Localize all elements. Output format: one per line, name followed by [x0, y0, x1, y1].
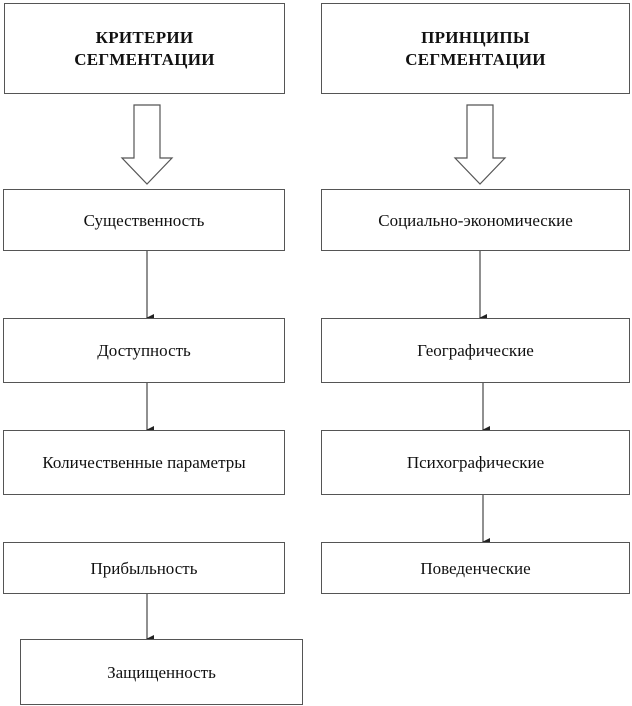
principle-box-socioeconomic: Социально-экономические: [321, 189, 630, 251]
right-hollow-down-arrow: [453, 104, 507, 185]
principle-box-psychographic: Психографические: [321, 430, 630, 495]
left-header-line1: КРИТЕРИИ: [95, 27, 194, 47]
criteria-box-profitability: Прибыльность: [3, 542, 285, 594]
criteria-label-profitability: Прибыльность: [90, 558, 198, 578]
right-header-line1: ПРИНЦИПЫ: [421, 27, 530, 47]
criteria-label-substantiality: Существенность: [83, 210, 205, 230]
criteria-box-substantiality: Существенность: [3, 189, 285, 251]
principle-box-geographic: Географические: [321, 318, 630, 383]
right-header-principles: ПРИНЦИПЫ СЕГМЕНТАЦИИ: [321, 3, 630, 94]
principle-box-behavioral: Поведенческие: [321, 542, 630, 594]
principle-label-socioeconomic: Социально-экономические: [378, 210, 573, 230]
principle-label-psychographic: Психографические: [406, 453, 545, 472]
criteria-label-protection: Защищенность: [107, 662, 216, 682]
criteria-label-accessibility: Доступность: [97, 341, 191, 360]
left-header-line2: СЕГМЕНТАЦИИ: [74, 49, 215, 69]
left-hollow-down-arrow: [120, 104, 174, 185]
principle-label-geographic: Географические: [417, 341, 534, 360]
criteria-box-quantitative-parameters: Количественные параметры: [3, 430, 285, 495]
criteria-box-accessibility: Доступность: [3, 318, 285, 383]
left-header-criteria: КРИТЕРИИ СЕГМЕНТАЦИИ: [4, 3, 285, 94]
criteria-label-quantitative-parameters: Количественные параметры: [42, 453, 246, 472]
principle-label-behavioral: Поведенческие: [420, 558, 531, 578]
right-header-line2: СЕГМЕНТАЦИИ: [405, 49, 546, 69]
criteria-box-protection: Защищенность: [20, 639, 303, 705]
